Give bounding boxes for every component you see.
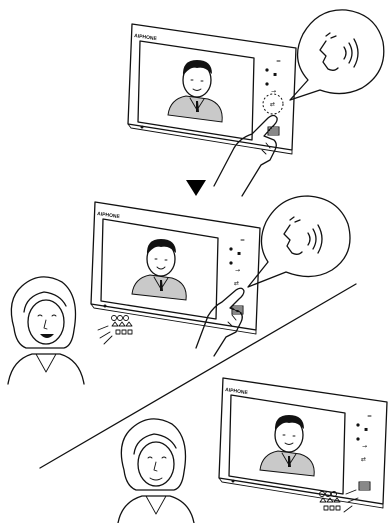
led-dot [356, 437, 359, 440]
talk-button-glyph[interactable]: ⇄ [361, 456, 366, 463]
visitor-on-screen [260, 415, 314, 476]
divider-line [40, 284, 356, 468]
monitor-middle: AIPHONE = ▪ → ⇄ [91, 202, 260, 334]
button-column-top: = ▪ → ⇄ [263, 58, 283, 135]
unlock-button-glyph[interactable]: → [362, 443, 367, 450]
brand-logo: AIPHONE [225, 387, 249, 396]
led-dot [265, 82, 268, 85]
talk-button-glyph[interactable]: ⇄ [270, 101, 275, 108]
led-dot [229, 247, 232, 250]
settings-button-glyph[interactable]: ▪ [237, 250, 241, 257]
resident-woman-middle [8, 277, 84, 384]
resident-woman-bottom [118, 419, 194, 523]
voice-sound-icon [344, 39, 358, 67]
settings-button-glyph[interactable]: ▪ [273, 71, 277, 78]
resident-voice-sound-icon [98, 316, 132, 345]
button-column-middle: = ▪ → ⇄ [229, 237, 245, 314]
mic-dot [104, 305, 107, 308]
speaking-head-icon [320, 33, 338, 70]
led-dot [265, 68, 268, 71]
button-column-bottom: = ▪ → ⇄ [356, 413, 372, 490]
brand-logo: AIPHONE [97, 211, 121, 220]
settings-button-glyph[interactable]: ▪ [364, 426, 368, 433]
speech-bubble-middle [248, 196, 350, 287]
menu-button-glyph[interactable]: = [276, 58, 281, 65]
down-arrow [186, 180, 206, 196]
led-dot [229, 261, 232, 264]
panel-1: AIPHONE = ▪ → ⇄ [128, 10, 384, 196]
visitor-on-screen [168, 60, 222, 122]
brand-logo: AIPHONE [134, 33, 158, 42]
monitor-bottom: AIPHONE = ▪ → ⇄ [219, 378, 387, 508]
panel-2: AIPHONE = ▪ → ⇄ [8, 196, 350, 384]
speech-bubble-top [290, 10, 384, 100]
mic-dot [232, 480, 235, 483]
speaking-head-icon [284, 217, 302, 254]
visitor-on-screen [132, 239, 186, 300]
menu-button-glyph[interactable]: = [240, 237, 245, 244]
menu-button-glyph[interactable]: = [367, 413, 372, 420]
led-dot [356, 423, 359, 426]
voice-sound-icon [308, 225, 322, 253]
unlock-button-glyph[interactable]: → [235, 267, 240, 274]
mic-dot [141, 126, 144, 129]
talk-button-glyph[interactable]: ⇄ [234, 280, 239, 287]
monitor-top: AIPHONE = ▪ → ⇄ [128, 24, 296, 154]
